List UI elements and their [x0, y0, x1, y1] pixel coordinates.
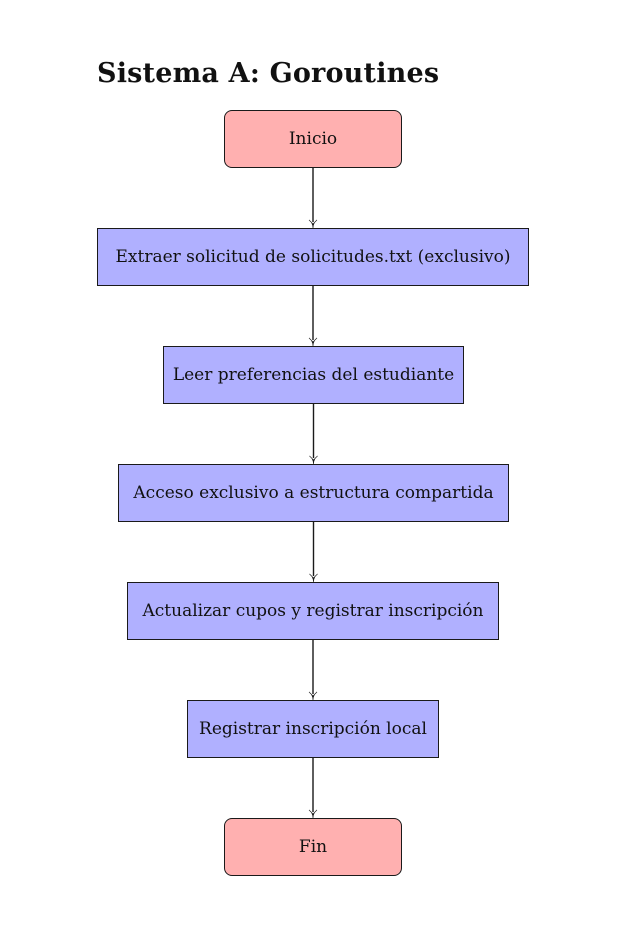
arrow-start-to-step1: [308, 168, 318, 229]
diagram-title: Sistema A: Goroutines: [97, 58, 440, 89]
arrow-step4-to-step5: [308, 640, 318, 701]
arrow-step1-to-step2: [308, 286, 318, 347]
end-node: Fin: [224, 818, 402, 876]
arrow-step5-to-end: [308, 758, 318, 819]
update-quotas-node: Actualizar cupos y registrar inscripción: [127, 582, 499, 640]
arrow-step2-to-step3: [309, 404, 318, 465]
exclusive-access-node: Acceso exclusivo a estructura compartida: [118, 464, 509, 522]
register-local-node: Registrar inscripción local: [187, 700, 439, 758]
arrow-step3-to-step4: [309, 522, 318, 583]
extract-request-node: Extraer solicitud de solicitudes.txt (ex…: [97, 228, 529, 286]
read-preferences-node: Leer preferencias del estudiante: [163, 346, 464, 404]
start-node: Inicio: [224, 110, 402, 168]
